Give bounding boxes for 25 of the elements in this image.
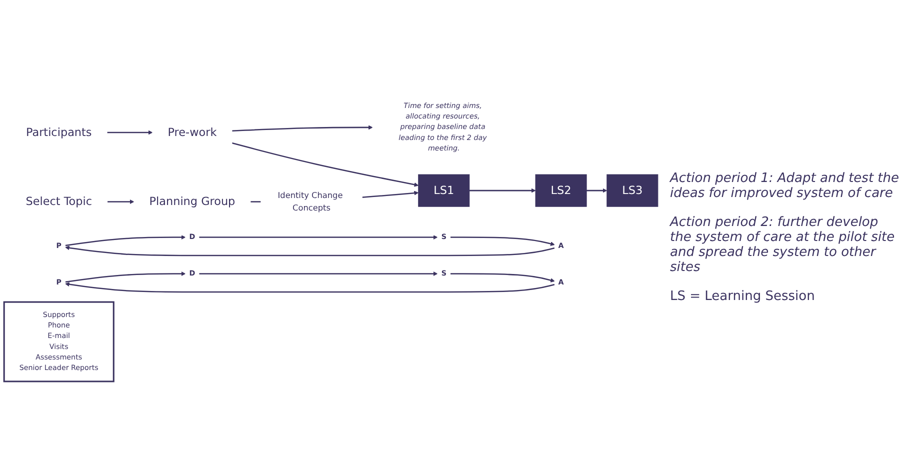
arrow — [65, 235, 186, 246]
arrow — [232, 125, 373, 132]
footnote: LS = Learning Session — [670, 289, 816, 304]
node-text: Pre-work — [168, 126, 217, 140]
arrow — [586, 188, 608, 194]
arrow — [199, 272, 438, 276]
node-text: Participants — [26, 126, 92, 140]
arrow — [107, 130, 153, 135]
arrow — [232, 142, 419, 188]
arrow — [450, 236, 555, 246]
edge-label: Identity Change Concepts — [278, 190, 343, 213]
arrow — [65, 282, 555, 293]
arrow — [65, 246, 555, 256]
arrow — [199, 235, 438, 240]
node-text: Planning Group — [149, 196, 236, 208]
node-box: LS1 — [418, 174, 470, 208]
node-text: Select Topic — [26, 196, 92, 208]
note-text: Action period 1: Adapt and test the ideas for improved system of care — [670, 171, 900, 201]
arrow — [450, 273, 555, 283]
node-box: LS2 — [535, 174, 587, 208]
arrow — [65, 272, 186, 283]
arrow — [469, 188, 536, 194]
note-text: Action period 2: further develop the system of care at the pilot site and spread the system to other sites — [670, 215, 896, 275]
arrow — [107, 200, 134, 204]
node-box: LS3 — [606, 174, 658, 208]
